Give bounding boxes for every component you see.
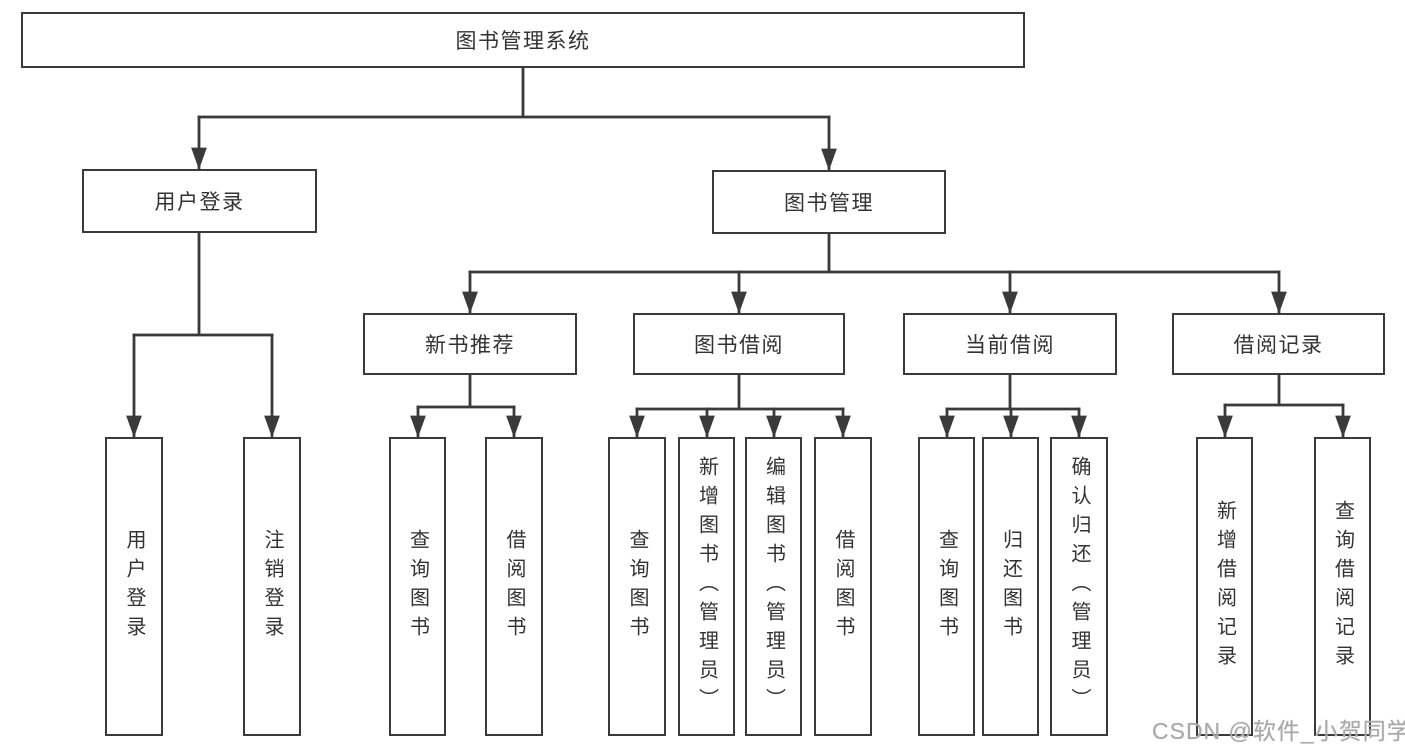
node-label: 查询图书 [935,528,958,645]
leaf-borrow-books-2: 借阅图书 [814,437,872,736]
node-current-borrowing: 当前借阅 [903,313,1117,375]
node-label: 新增借阅记录 [1213,499,1236,674]
node-label: 注销登录 [261,528,283,645]
leaf-query-borrow-record: 查询借阅记录 [1314,437,1371,736]
leaf-query-books-3: 查询图书 [918,437,975,736]
node-label: 新书推荐 [425,334,515,357]
node-label: 查询借阅记录 [1331,499,1354,674]
leaf-add-borrow-record: 新增借阅记录 [1196,437,1253,736]
node-library-management-system: 图书管理系统 [21,12,1025,68]
leaf-edit-books-admin: 编辑图书（管理员） [745,437,802,736]
node-book-management: 图书管理 [712,170,946,234]
node-label: 图书管理系统 [455,30,591,53]
leaf-query-books-1: 查询图书 [389,437,446,736]
node-label: 当前借阅 [965,334,1055,357]
node-label: 查询图书 [406,528,429,645]
node-label: 借阅记录 [1233,334,1324,357]
node-user-login: 用户登录 [82,169,317,233]
node-label: 用户登录 [123,528,145,645]
leaf-add-books-admin: 新增图书（管理员） [678,437,735,736]
node-label: 借阅图书 [832,528,854,645]
node-label: 新增图书（管理员） [695,456,718,717]
leaf-query-books-2: 查询图书 [608,437,666,736]
leaf-logout: 注销登录 [243,437,301,736]
node-label: 确认归还（管理员） [1068,456,1090,717]
node-borrowing-records: 借阅记录 [1172,313,1385,375]
node-label: 查询图书 [626,528,648,645]
node-label: 借阅图书 [503,528,525,645]
node-label: 归还图书 [999,528,1022,645]
node-book-borrowing: 图书借阅 [633,313,845,375]
node-label: 编辑图书（管理员） [762,456,785,717]
leaf-confirm-return-admin: 确认归还（管理员） [1050,437,1108,736]
node-label: 用户登录 [154,191,245,214]
node-label: 图书借阅 [694,334,784,357]
csdn-watermark: CSDN @软件_小贺同学 [1152,718,1405,744]
node-label: 图书管理 [784,192,874,215]
leaf-user-login: 用户登录 [105,437,163,736]
leaf-borrow-books-1: 借阅图书 [485,437,543,736]
leaf-return-books: 归还图书 [982,437,1039,736]
node-new-book-recommendation: 新书推荐 [363,313,577,375]
